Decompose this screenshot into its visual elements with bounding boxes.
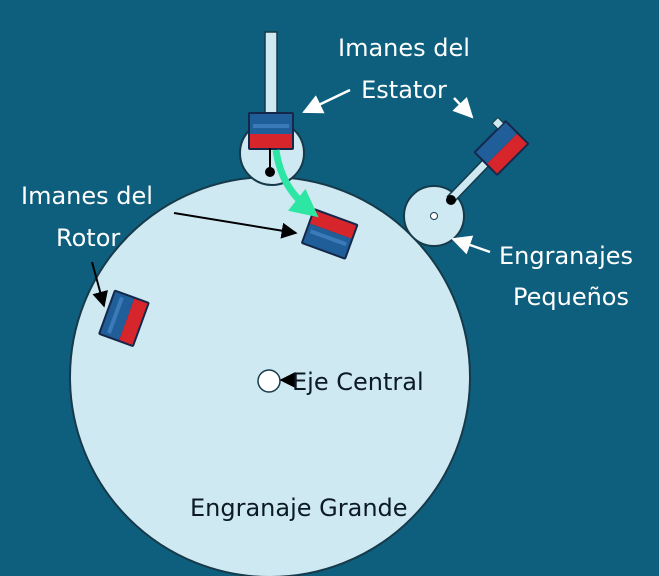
rotor-magnet-top — [301, 208, 359, 260]
label-rotor-line1: Imanes del — [21, 182, 153, 210]
label-rotor-line2: Rotor — [56, 224, 120, 252]
stator-magnet-top — [248, 112, 294, 150]
rotor-magnet-left — [98, 289, 150, 347]
stator-right-pointer-arrow — [452, 97, 474, 119]
label-small-gears-line2: Pequeños — [513, 283, 629, 311]
stator-magnet-right — [473, 116, 529, 176]
stator-pointer-arrow — [302, 88, 351, 114]
small-gears-pointer-arrow — [451, 235, 491, 255]
axle-right — [430, 212, 438, 220]
rotor-left-pointer-arrow — [91, 261, 108, 308]
label-stator-line1: Imanes del — [338, 34, 470, 62]
label-small-gears-line1: Engranajes — [499, 242, 633, 270]
label-center-axis: Eje Central — [292, 368, 424, 396]
center-axle — [257, 369, 281, 393]
stator-rod-top — [264, 31, 278, 123]
rotor-top-pointer-arrow — [173, 212, 298, 239]
label-big-gear: Engranaje Grande — [190, 494, 408, 522]
label-stator-line2: Estator — [361, 76, 447, 104]
pivot-top — [265, 167, 275, 177]
motion-arrow — [272, 149, 319, 218]
pivot-right — [446, 195, 456, 205]
